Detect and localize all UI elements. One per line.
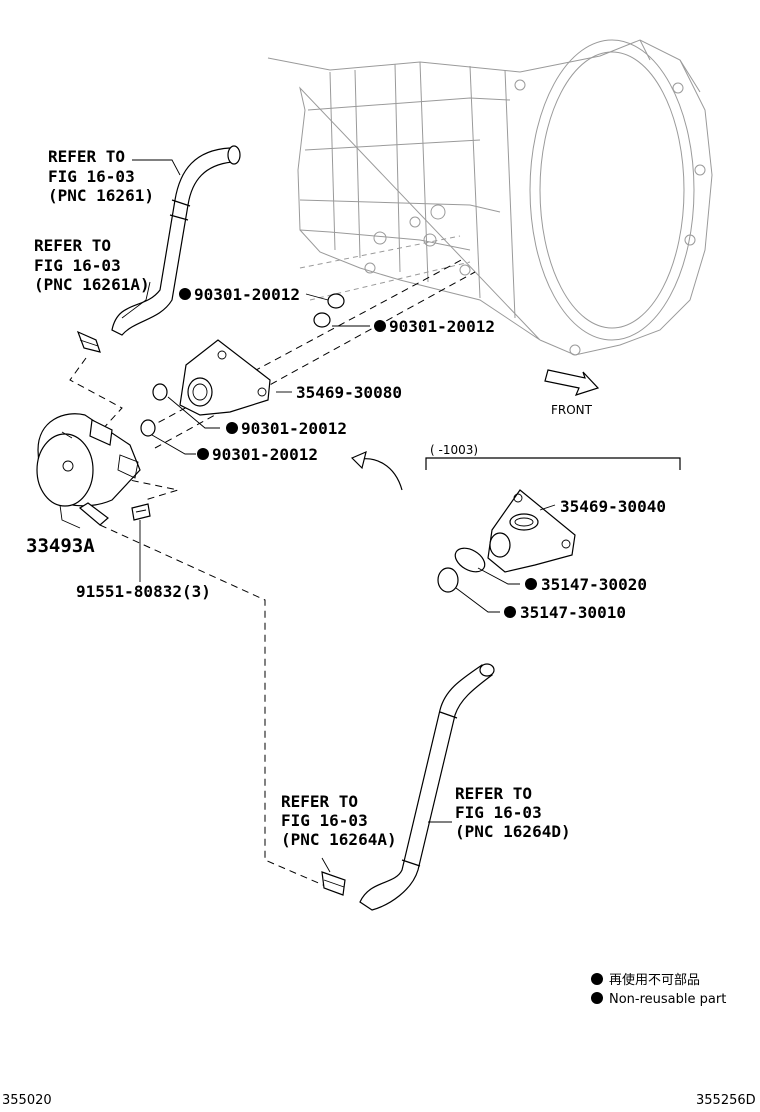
hose-clamp-lower (321, 871, 346, 896)
legend-dot-en (591, 992, 603, 1004)
adapter-plate-lower (487, 489, 576, 573)
non-reusable-dot-p10 (504, 606, 516, 618)
part-label-p5[interactable]: 90301-20012 (212, 445, 318, 464)
non-reusable-dot-p5 (197, 448, 209, 460)
part-label-p1[interactable]: 90301-20012 (194, 285, 300, 304)
range-bracket (425, 457, 681, 470)
part-label-p2[interactable]: 90301-20012 (389, 317, 495, 336)
front-arrow (544, 369, 600, 396)
part-label-p4[interactable]: 90301-20012 (241, 419, 347, 438)
refer-a-line3: (PNC 16261) (48, 186, 154, 205)
refer-a-line2: FIG 16-03 (48, 167, 135, 186)
front-label: FRONT (551, 403, 593, 417)
refer-b-line3: (PNC 16261A) (34, 275, 150, 294)
refer-b-line1: REFER TO (34, 236, 111, 255)
hose-clamp-upper (76, 330, 101, 353)
refer-label-b: REFER TO FIG 16-03 (PNC 16261A) (34, 236, 150, 294)
refer-c-line2: FIG 16-03 (281, 811, 368, 830)
legend-dot-jp (591, 973, 603, 985)
bolt (131, 503, 151, 521)
upper-hose (111, 145, 241, 336)
refer-c-line1: REFER TO (281, 792, 358, 811)
refer-d-line3: (PNC 16264D) (455, 822, 571, 841)
leader-lines (59, 159, 556, 873)
part-label-p9[interactable]: 35147-30020 (541, 575, 647, 594)
part-label-p8[interactable]: 35469-30040 (560, 497, 666, 516)
refer-label-d: REFER TO FIG 16-03 (PNC 16264D) (455, 784, 571, 841)
part-label-p6[interactable]: 33493A (26, 535, 95, 557)
non-reusable-dot-p2 (374, 320, 386, 332)
non-reusable-dot-p9 (525, 578, 537, 590)
adapter-plate-upper (179, 339, 271, 416)
legend: 再使用不可部品 Non-reusable part (591, 972, 726, 1007)
footer-left: 355020 (2, 1093, 52, 1108)
part-label-p3[interactable]: 35469-30080 (296, 383, 402, 402)
lower-hose (359, 663, 495, 911)
part-label-p7[interactable]: 91551-80832(3) (76, 582, 211, 601)
refer-a-line1: REFER TO (48, 147, 125, 166)
o-rings-upper (140, 293, 345, 437)
footer-right: 355256D (696, 1093, 756, 1108)
o-rings-lower (437, 547, 486, 593)
refer-label-c: REFER TO FIG 16-03 (PNC 16264A) (281, 792, 397, 849)
refer-c-line3: (PNC 16264A) (281, 830, 397, 849)
non-reusable-dot-p1 (179, 288, 191, 300)
part-label-p10[interactable]: 35147-30010 (520, 603, 626, 622)
range-label: ( -1003) (430, 443, 478, 457)
refer-label-a: REFER TO FIG 16-03 (PNC 16261) (48, 147, 154, 205)
legend-jp: 再使用不可部品 (609, 972, 700, 988)
oil-cooler (36, 413, 141, 526)
non-reusable-dot-p4 (226, 422, 238, 434)
refer-d-line1: REFER TO (455, 784, 532, 803)
refer-b-line2: FIG 16-03 (34, 256, 121, 275)
legend-en: Non-reusable part (609, 992, 726, 1007)
refer-d-line2: FIG 16-03 (455, 803, 542, 822)
curved-arrow (350, 450, 403, 491)
transmission-housing (267, 39, 713, 356)
